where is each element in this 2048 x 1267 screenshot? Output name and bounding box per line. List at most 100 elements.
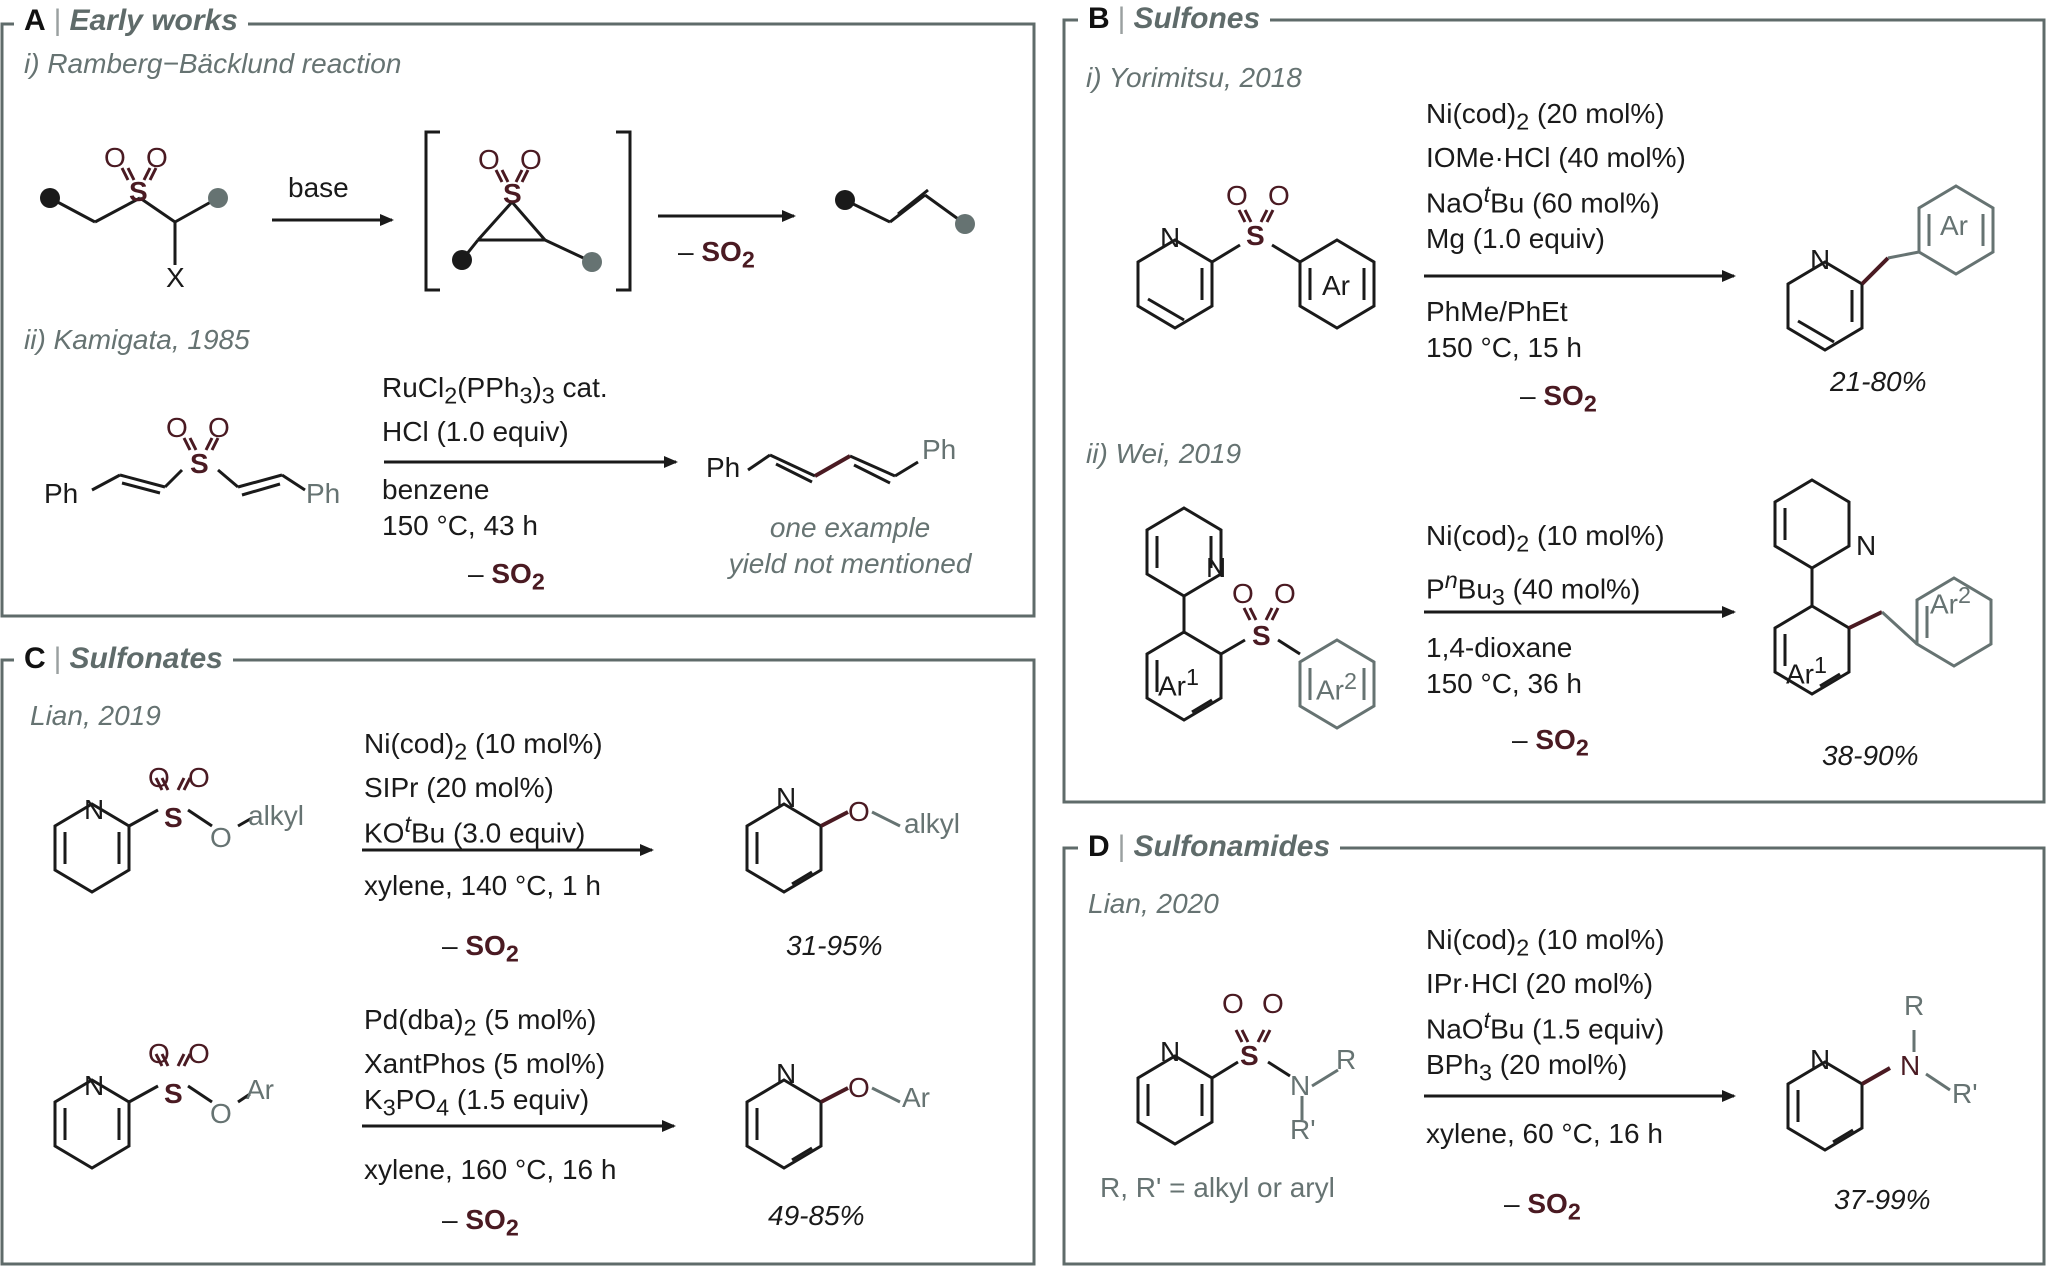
panel-c-header: C|Sulfonates	[14, 642, 233, 676]
phenyl-label: Ph	[706, 452, 741, 483]
aryl-label: Ar	[246, 1074, 274, 1105]
yield-wei: 38-90%	[1822, 740, 1919, 771]
panel-c-title: Sulfonates	[69, 642, 223, 675]
oxygen-atom: O	[208, 412, 230, 443]
sulfonamide-conditions: Ni(cod)2 (10 mol%) IPr·HCl (20 mol%) NaO…	[1426, 924, 1665, 1086]
sulfur-atom: S	[1246, 220, 1265, 251]
black-substituent-dot	[40, 188, 60, 208]
aryl-label: Ar	[1940, 210, 1968, 241]
sulfonate-alkyl-conditions: Ni(cod)2 (10 mol%) SIPr (20 mol%) KOtBu …	[364, 728, 603, 848]
panel-b-subtitle-ii: ii) Wei, 2019	[1086, 438, 1242, 469]
sulfur-atom: S	[129, 176, 148, 207]
pyridine-nitrogen: N	[1856, 530, 1877, 561]
sulfur-atom: S	[164, 1078, 183, 1109]
sulfonate-aryl-scheme	[53, 1078, 823, 1170]
panel-b-subtitle-i: i) Yorimitsu, 2018	[1086, 62, 1302, 93]
minus-so2-label: – SO2	[442, 930, 519, 967]
yorimitsu-conditions: Ni(cod)2 (20 mol%) IOMe·HCl (40 mol%) Na…	[1426, 98, 1686, 254]
phenyl-label: Ph	[306, 478, 341, 509]
oxygen-atom: O	[478, 144, 500, 175]
pyridine-nitrogen: N	[1160, 222, 1181, 253]
sulfur-atom: S	[1252, 620, 1271, 651]
panel-b-frame	[1062, 18, 2046, 804]
oxygen-atom: O	[148, 762, 170, 793]
panel-d-frame	[1062, 846, 2046, 1266]
wei-conditions: Ni(cod)2 (10 mol%) PnBu3 (40 mol%)	[1426, 520, 1665, 610]
minus-so2-label: – SO2	[1520, 380, 1597, 417]
panel-c-subtitle: Lian, 2019	[30, 700, 161, 731]
note-yield-not-mentioned: yield not mentioned	[728, 548, 972, 579]
panel-a-letter: A	[24, 4, 46, 37]
note-one-example: one example	[769, 512, 931, 543]
amine-nitrogen: N	[1900, 1050, 1921, 1081]
panel-c-frame	[0, 658, 1036, 1266]
pyridine-nitrogen: N	[776, 1058, 797, 1089]
oxygen-atom: O	[188, 762, 210, 793]
oxygen-atom: O	[104, 142, 126, 173]
r-group-label: R	[1904, 990, 1925, 1021]
pyridine-nitrogen: N	[1810, 1044, 1831, 1075]
panel-d-header: D|Sulfonamides	[1078, 830, 1341, 864]
oxygen-atom: O	[1268, 180, 1290, 211]
oxygen-atom: O	[210, 822, 232, 853]
oxygen-atom: O	[1274, 578, 1296, 609]
r-prime-label: R'	[1952, 1078, 1978, 1109]
oxygen-atom: O	[148, 1038, 170, 1069]
panel-a-title: Early works	[69, 4, 238, 37]
gray-substituent-dot	[208, 188, 228, 208]
oxygen-atom: O	[146, 142, 168, 173]
panel-a-frame	[0, 22, 1036, 618]
alkyl-label: alkyl	[248, 800, 305, 831]
sulfonate-alkyl-solvent: xylene, 140 °C, 1 h	[364, 870, 601, 901]
oxygen-atom: O	[210, 1098, 232, 1129]
wei-scheme	[1145, 478, 1851, 722]
oxygen-atom: O	[1232, 578, 1254, 609]
yield-sulfonamide: 37-99%	[1834, 1184, 1931, 1215]
kamigata-solvent: benzene 150 °C, 43 h	[382, 474, 538, 541]
alkyl-label: alkyl	[904, 808, 961, 839]
pyridine-nitrogen: N	[84, 1070, 105, 1101]
minus-so2-label: – SO2	[1512, 724, 1589, 761]
panel-b-header: B|Sulfones	[1078, 2, 1271, 36]
r-prime-label: R'	[1290, 1114, 1316, 1145]
base-label: base	[288, 172, 349, 203]
oxygen-atom: O	[188, 1038, 210, 1069]
panel-a-subtitle-ii: ii) Kamigata, 1985	[24, 324, 250, 355]
pyridine-nitrogen: N	[1160, 1036, 1181, 1067]
sulfur-atom: S	[190, 448, 209, 479]
yield-sulfonate-alkyl: 31-95%	[786, 930, 883, 961]
wei-solvent: 1,4-dioxane 150 °C, 36 h	[1426, 632, 1582, 699]
panel-c-letter: C	[24, 642, 46, 675]
pyridine-nitrogen: N	[776, 782, 797, 813]
aryl-2-label: Ar2	[1316, 668, 1357, 706]
oxygen-atom: O	[520, 144, 542, 175]
panel-d-letter: D	[1088, 830, 1110, 863]
amide-nitrogen: N	[1290, 1070, 1311, 1101]
r-group-note: R, R' = alkyl or aryl	[1100, 1172, 1335, 1203]
oxygen-atom: O	[1222, 988, 1244, 1019]
pyridine-nitrogen: N	[84, 794, 105, 825]
aryl-label: Ar	[1322, 270, 1350, 301]
sulfonamide-solvent: xylene, 60 °C, 16 h	[1426, 1118, 1663, 1149]
oxygen-atom: O	[1262, 988, 1284, 1019]
phenyl-label: Ph	[922, 434, 957, 465]
yield-sulfonate-aryl: 49-85%	[768, 1200, 865, 1231]
r-group-label: R	[1336, 1044, 1357, 1075]
phenyl-label: Ph	[44, 478, 79, 509]
panel-a-subtitle-i: i) Ramberg−Bäcklund reaction	[24, 48, 402, 79]
kamigata-scheme	[91, 453, 919, 497]
pyridine-nitrogen: N	[1810, 244, 1831, 275]
sulfonate-aryl-conditions: Pd(dba)2 (5 mol%) XantPhos (5 mol%) K3PO…	[364, 1004, 606, 1121]
panel-d-title: Sulfonamides	[1133, 830, 1331, 863]
yorimitsu-solvent: PhMe/PhEt 150 °C, 15 h	[1426, 296, 1582, 363]
panel-d-subtitle: Lian, 2020	[1088, 888, 1219, 919]
kamigata-conditions: RuCl2(PPh3)3 cat. HCl (1.0 equiv)	[382, 372, 608, 447]
panel-b-letter: B	[1088, 2, 1110, 35]
yield-yorimitsu: 21-80%	[1830, 366, 1927, 397]
sulfur-atom: S	[1240, 1040, 1259, 1071]
leaving-group-x: X	[166, 262, 185, 293]
minus-so2-label: – SO2	[1504, 1188, 1581, 1225]
oxygen-atom: O	[848, 796, 870, 827]
minus-so2-label: – SO2	[442, 1204, 519, 1241]
